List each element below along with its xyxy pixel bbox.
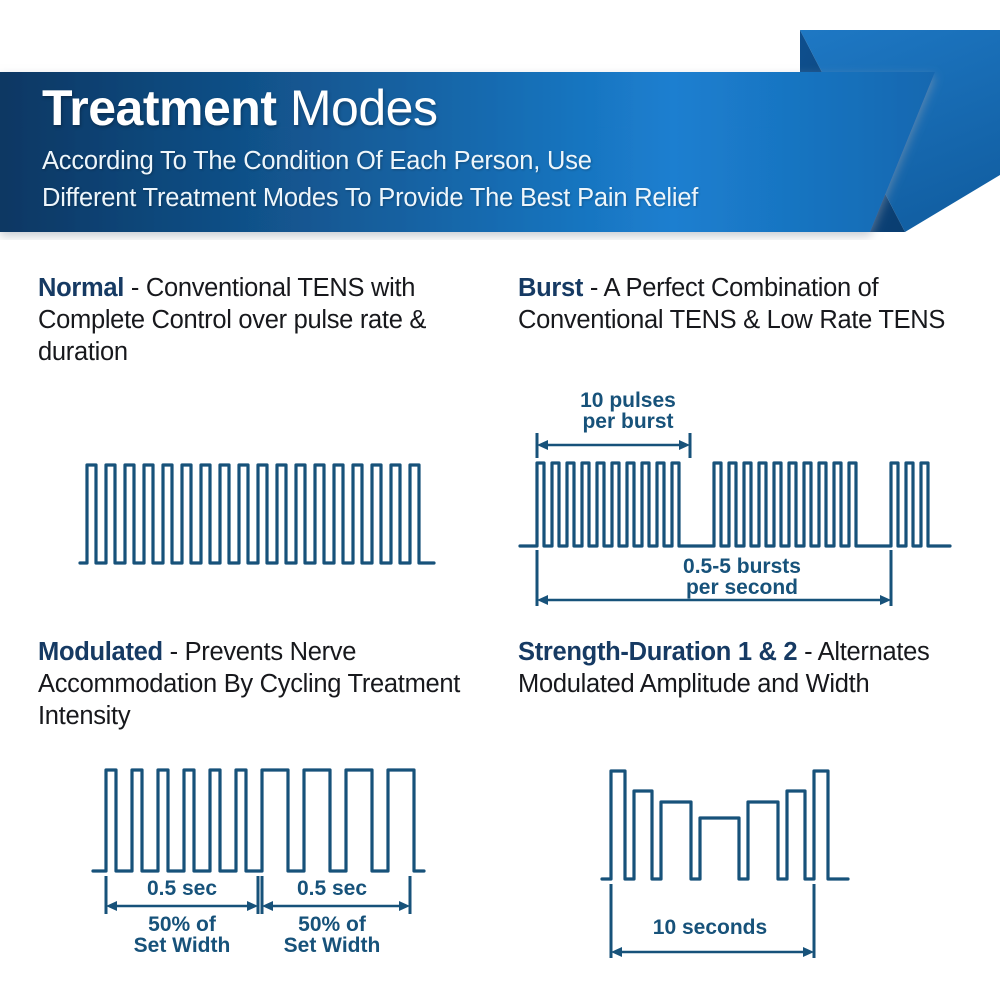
modulated-waveform-path [91,768,426,873]
mode-modulated-title: Modulated [38,638,163,666]
modulated-waveform-chart: 0.5 sec 50% of Set Width 0.5 sec 50% of … [91,768,426,957]
modulated-seg1-time-label: 0.5 sec [147,877,217,900]
banner-text-group: Treatment Modes According To The Conditi… [42,80,902,216]
strength-duration-dimension [609,884,816,958]
mode-burst-separator: - [583,274,604,302]
normal-waveform-path [78,463,436,565]
modulated-seg2-dimension [260,876,412,914]
normal-waveform-block [38,440,458,590]
modulated-seg1-width-line-2: Set Width [134,934,231,957]
modulated-seg2-width-line-1: 50% of [298,913,367,936]
banner-ribbon-graphic [0,30,1000,232]
mode-normal: Normal - Conventional TENS with Complete… [38,272,498,368]
modulated-seg1-dimension [104,876,260,914]
burst-waveform-path [518,461,952,548]
banner: Treatment Modes According To The Conditi… [0,0,1000,240]
page-title: Treatment Modes [42,80,902,136]
burst-bottom-label-line-1: 0.5-5 bursts [683,555,801,578]
mode-burst-text: Burst - A Perfect Combination of Convent… [518,272,988,336]
mode-normal-separator: - [124,274,146,302]
burst-top-dimension [535,433,692,458]
page-title-light: Modes [289,80,438,136]
burst-bottom-label-line-2: per second [686,576,798,599]
mode-normal-text: Normal - Conventional TENS with Complete… [38,272,498,368]
banner-band [0,72,935,232]
mode-modulated-separator: - [162,638,185,666]
mode-modulated: Modulated - Prevents Nerve Accommodation… [38,636,498,732]
burst-bottom-dimension [535,550,893,606]
mode-strength-duration-separator: - [797,638,818,666]
normal-waveform-chart [78,463,436,565]
mode-strength-duration-title: Strength-Duration 1 & 2 [518,638,798,666]
mode-strength-duration: Strength-Duration 1 & 2 - Alternates Mod… [518,636,988,700]
banner-subtitle-line-1: According To The Condition Of Each Perso… [42,147,592,175]
burst-top-label-line-1: 10 pulses [580,389,676,412]
modulated-waveform-block: 0.5 sec 50% of Set Width 0.5 sec 50% of … [88,758,428,978]
burst-waveform-chart: 10 pulses per burst 0.5-5 bursts per sec… [518,389,952,606]
strength-duration-waveform-block: 10 seconds [598,758,928,978]
burst-top-label-line-2: per burst [582,410,673,433]
mode-burst-title: Burst [518,274,584,302]
mode-strength-duration-description: Alternates Modulated Amplitude and Width [518,638,930,698]
mode-burst-description: A Perfect Combination of Conventional TE… [518,274,946,334]
mode-normal-title: Normal [38,274,125,302]
mode-modulated-description: Prevents Nerve Accommodation By Cycling … [38,638,461,730]
burst-waveform-block: 10 pulses per burst 0.5-5 bursts per sec… [510,388,990,618]
modulated-seg2-width-line-2: Set Width [284,934,381,957]
modulated-seg1-width-line-1: 50% of [148,913,217,936]
banner-subtitle-line-2: Different Treatment Modes To Provide The… [42,184,699,212]
page-title-bold: Treatment [42,80,277,136]
strength-duration-waveform-path [600,769,850,881]
mode-modulated-text: Modulated - Prevents Nerve Accommodation… [38,636,498,732]
mode-strength-duration-text: Strength-Duration 1 & 2 - Alternates Mod… [518,636,988,700]
strength-duration-waveform-chart: 10 seconds [600,769,850,958]
strength-duration-bottom-label: 10 seconds [653,916,767,939]
modulated-seg2-time-label: 0.5 sec [297,877,367,900]
mode-normal-description: Conventional TENS with Complete Control … [38,274,427,366]
mode-burst: Burst - A Perfect Combination of Convent… [518,272,988,336]
